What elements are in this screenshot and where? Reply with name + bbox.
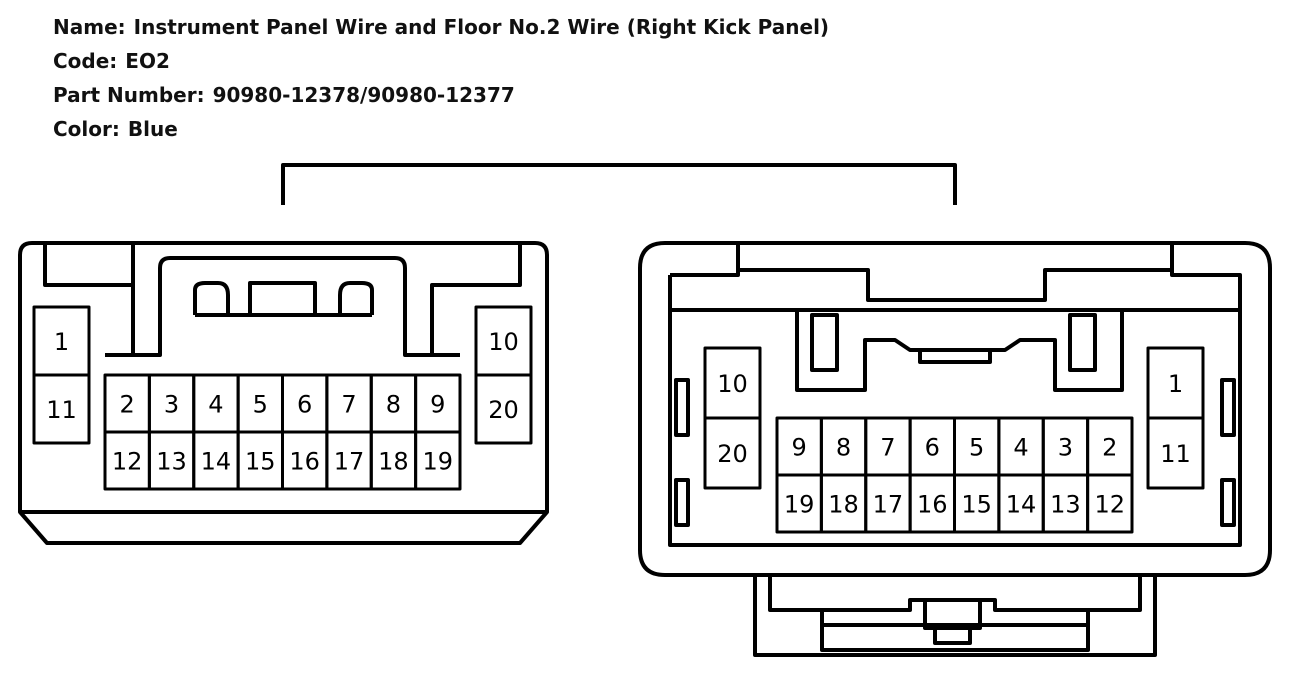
left-latch-hook-right: [338, 281, 374, 315]
left-connector-housing: [18, 241, 549, 545]
color-value: Blue: [127, 117, 178, 141]
name-line: Name: Instrument Panel Wire and Floor No.…: [53, 10, 829, 44]
left-pin-4-label: 4: [208, 391, 223, 419]
left-connector: [18, 241, 549, 545]
right-connector: [638, 241, 1272, 657]
right-connector-housing: [638, 241, 1272, 577]
right-pin-11-label: 11: [1160, 440, 1191, 468]
code-line: Code: EO2: [53, 44, 829, 78]
right-pin-2-label: 2: [1102, 434, 1117, 462]
right-pin-7-label: 7: [880, 434, 895, 462]
right-pin-12-label: 12: [1095, 491, 1126, 519]
left-latch-tab: [248, 281, 317, 317]
right-inner-notch: [670, 243, 740, 277]
left-pin-20-cell: [474, 373, 533, 445]
right-pin-20-label: 20: [717, 440, 748, 468]
left-pin-17-label: 17: [334, 448, 365, 476]
part-number-label: Part Number:: [53, 83, 205, 107]
left-pin-8-label: 8: [386, 391, 401, 419]
code-value: EO2: [125, 49, 170, 73]
left-pin-9-label: 9: [430, 391, 445, 419]
left-pin-1-label: 1: [54, 328, 69, 356]
left-pin-11-label: 11: [46, 396, 77, 424]
right-pin-5-label: 5: [969, 434, 984, 462]
left-pin-14-label: 14: [201, 448, 232, 476]
right-pin-9-label: 9: [792, 434, 807, 462]
left-pin-7-label: 7: [341, 391, 356, 419]
right-pin-11-cell: [1146, 416, 1205, 490]
right-side-slot-right-upper: [1220, 378, 1236, 437]
right-pin-14-label: 14: [1006, 491, 1037, 519]
right-pin-4-label: 4: [1013, 434, 1028, 462]
right-guide-right: [1068, 313, 1097, 372]
left-pin-5-label: 5: [253, 391, 268, 419]
left-pin-16-label: 16: [289, 448, 320, 476]
view-bracket: [281, 163, 957, 205]
code-label: Code:: [53, 49, 118, 73]
left-pin-11-cell: [32, 373, 91, 445]
right-bottom-lock: [753, 575, 1157, 657]
right-pin-18-label: 18: [828, 491, 859, 519]
right-side-slot-left-lower: [674, 478, 690, 527]
left-pin-19-label: 19: [423, 448, 454, 476]
name-value: Instrument Panel Wire and Floor No.2 Wir…: [133, 15, 830, 39]
right-bottom-lock-window: [820, 610, 1090, 652]
color-label: Color:: [53, 117, 120, 141]
left-pin-2-label: 2: [120, 391, 135, 419]
color-line: Color: Blue: [53, 112, 829, 146]
part-number-line: Part Number: 90980-12378/90980-12377: [53, 78, 829, 112]
right-pin-12-cell: [1086, 473, 1134, 534]
left-pin-12-label: 12: [112, 448, 143, 476]
part-number-value: 90980-12378/90980-12377: [212, 83, 515, 107]
right-pin-16-label: 16: [917, 491, 948, 519]
left-pin-19-cell: [414, 430, 462, 491]
right-pin-1-label: 1: [1168, 370, 1183, 398]
right-pin-17-label: 17: [873, 491, 904, 519]
right-pin-13-label: 13: [1050, 491, 1081, 519]
left-pin-10-label: 10: [488, 328, 519, 356]
left-pin-20-label: 20: [488, 396, 519, 424]
left-pin-13-label: 13: [156, 448, 187, 476]
right-pin-19-label: 19: [784, 491, 815, 519]
left-pin-15-label: 15: [245, 448, 276, 476]
right-pin-20-cell: [703, 416, 762, 490]
right-pin-6-label: 6: [925, 434, 940, 462]
right-pin-10-label: 10: [717, 370, 748, 398]
right-bottom-lock-stub: [933, 626, 972, 645]
left-notch-left: [43, 243, 135, 287]
left-latch-hook-left: [193, 281, 230, 315]
right-top-recess: [736, 243, 1174, 302]
left-pin-3-label: 3: [164, 391, 179, 419]
right-side-slot-right-lower: [1220, 478, 1236, 527]
left-latch-outline: [131, 243, 522, 357]
right-side-slot-left-upper: [674, 378, 690, 437]
right-pin-15-label: 15: [961, 491, 992, 519]
left-pin-6-label: 6: [297, 391, 312, 419]
name-label: Name:: [53, 15, 126, 39]
left-pin-18-label: 18: [378, 448, 409, 476]
right-bottom-lock-inner: [768, 575, 1142, 612]
right-latch-tab: [918, 348, 992, 364]
right-guide-left: [810, 313, 839, 372]
right-pin-8-label: 8: [836, 434, 851, 462]
right-pin-3-label: 3: [1058, 434, 1073, 462]
connector-info: Name: Instrument Panel Wire and Floor No.…: [53, 10, 829, 146]
